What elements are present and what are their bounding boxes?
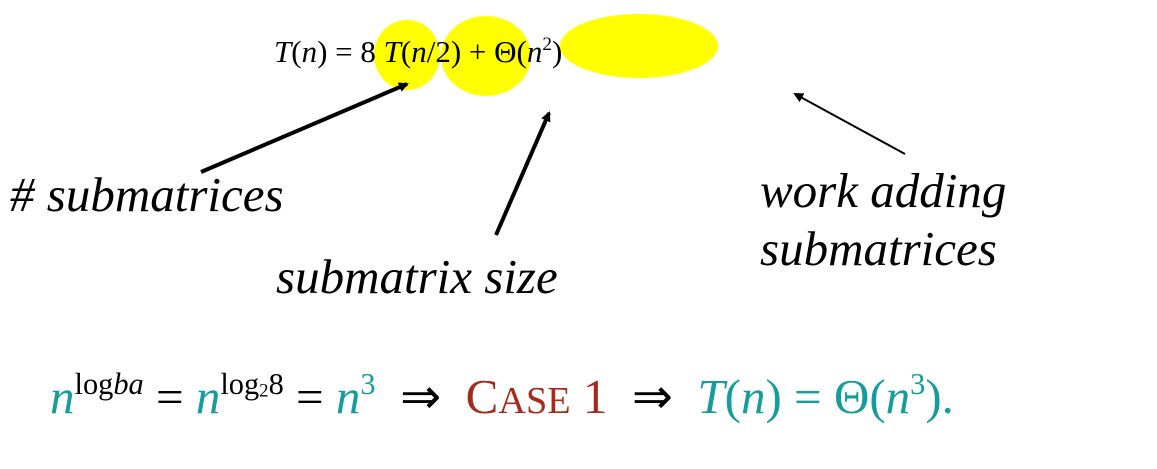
arrow-to-combine-work xyxy=(793,93,906,155)
recurrence-theta-n: n xyxy=(526,33,543,69)
highlight-combine-work xyxy=(560,14,718,78)
label-submatrix-size: submatrix size xyxy=(276,249,558,304)
result-theta: Θ xyxy=(833,368,870,424)
recurrence-theta-exp: 2 xyxy=(542,34,552,55)
implies-arrow-2: ⇒ xyxy=(631,368,673,424)
analysis-log-a: a xyxy=(128,367,144,401)
arrow-to-subproblem xyxy=(494,111,551,236)
recurrence-term-n: n xyxy=(411,33,427,69)
recurrence-equals: = xyxy=(327,33,361,69)
recurrence-term-div: /2 xyxy=(426,33,451,69)
recurrence-lhs-fn: T xyxy=(274,33,292,69)
label-submatrices-count: # submatrices xyxy=(10,167,284,222)
analysis-log-base: 2 xyxy=(259,380,269,402)
case-label-rest: ASE xyxy=(498,379,571,422)
recurrence-lhs-arg: n xyxy=(301,33,318,69)
case-label-c: C xyxy=(465,368,499,424)
analysis-eq1: = xyxy=(143,368,196,424)
analysis-n3: n xyxy=(335,368,361,424)
recurrence-plus: + xyxy=(461,33,495,69)
recurrence-theta: Θ xyxy=(494,33,517,69)
implies-arrow-1: ⇒ xyxy=(400,368,442,424)
analysis-n2: n xyxy=(195,368,221,424)
result-n: n xyxy=(740,368,766,424)
analysis-result: T(n) = Θ(n3 xyxy=(697,367,926,424)
label-work-line2: submatrices xyxy=(760,221,997,276)
analysis-log-word-1: log xyxy=(74,367,114,401)
recurrence-equation: T(n) = 8 T(n/2) + Θ(n2) xyxy=(274,33,563,69)
highlight-subproblem xyxy=(441,16,531,96)
analysis-log-word-2: log xyxy=(220,367,260,401)
recurrence-coefficient: 8 xyxy=(360,33,376,69)
result-exp: 3 xyxy=(910,367,926,401)
result-T: T xyxy=(697,368,725,424)
case-number: 1 xyxy=(582,368,608,424)
analysis-exp-log28: log28 xyxy=(220,367,283,401)
analysis-log-b: b xyxy=(113,367,129,401)
analysis-eq2: = xyxy=(283,368,336,424)
result-end: ). xyxy=(925,368,954,424)
result-theta-n: n xyxy=(885,368,911,424)
case-label: CASE 1 xyxy=(466,369,608,424)
arrow-to-coefficient xyxy=(200,82,409,174)
analysis-exp-logba: logba xyxy=(75,367,144,401)
master-theorem-analysis: nlogba = nlog28 = n3 ⇒ CASE 1 ⇒ T(n) = Θ… xyxy=(50,351,954,434)
analysis-n1: n xyxy=(50,368,75,424)
highlight-coefficient xyxy=(374,20,440,90)
analysis-log-arg: 8 xyxy=(268,367,284,401)
analysis-n3-exp: 3 xyxy=(360,367,376,401)
result-eq: = xyxy=(781,368,834,424)
recurrence-term-fn: T xyxy=(383,33,401,69)
label-work-line1: work adding xyxy=(760,163,1007,218)
